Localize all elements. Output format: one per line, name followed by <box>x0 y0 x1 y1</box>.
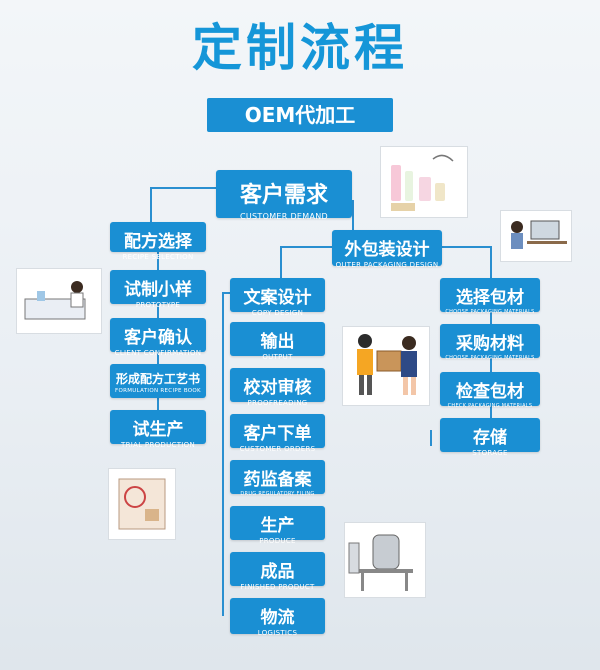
connector <box>222 292 232 294</box>
node-title: 选择包材 <box>456 288 524 308</box>
connector <box>280 246 332 248</box>
node-subtitle: PROTOTYPE <box>135 301 181 309</box>
node-title: 检查包材 <box>456 382 524 402</box>
connector <box>352 200 354 230</box>
node-subtitle: CHOOSE PACKAGING MATERIALS <box>445 355 535 361</box>
connector <box>490 300 492 430</box>
cosmetics-illustration-icon <box>380 146 468 218</box>
node-recipe-selection: 配方选择 RECIPE SELECTION <box>110 222 206 261</box>
page-title: 定制流程 <box>192 19 408 77</box>
connector <box>222 292 224 616</box>
node-subtitle: PRODUCE <box>259 537 296 545</box>
office-worker-illustration-icon <box>500 210 572 262</box>
node-title: 生产 <box>260 516 295 536</box>
node-subtitle: OUTPUT <box>262 353 293 361</box>
node-subtitle: CHECK PACKAGING MATERIALS <box>447 403 533 409</box>
node-subtitle: CUSTOMER DEMAND <box>240 212 328 221</box>
node-storage: 存储 STORAGE <box>440 418 540 457</box>
node-customer-orders: 客户下单 CUSTOMER ORDERS <box>230 414 325 453</box>
node-finished-product: 成品 FINISHED PRODUCT <box>230 552 325 591</box>
node-subtitle: COPY DESIGN <box>251 309 304 317</box>
node-subtitle: RECIPE SELECTION <box>122 253 194 261</box>
connector <box>150 187 152 227</box>
node-title: 配方选择 <box>124 232 192 252</box>
node-trial-production: 试生产 TRIAL PRODUCTION <box>110 410 206 449</box>
node-title: 药监备案 <box>243 470 312 490</box>
delivery-illustration-icon <box>342 326 430 406</box>
node-title: 客户下单 <box>243 424 312 444</box>
node-title: 客户确认 <box>124 328 192 348</box>
certificate-illustration-icon <box>108 468 176 540</box>
node-subtitle: FORMULATION RECIPE BOOK <box>115 388 201 394</box>
node-title: 校对审核 <box>243 378 312 398</box>
node-title: 试制小样 <box>124 280 192 300</box>
node-subtitle: LOGISTICS <box>257 629 298 637</box>
node-prototype: 试制小样 PROTOTYPE <box>110 270 206 309</box>
node-subtitle: CLIENT CONFIRMATION <box>114 349 202 357</box>
node-customer-demand: 客户需求 CUSTOMER DEMAND <box>216 170 352 221</box>
node-subtitle: STORAGE <box>472 449 508 457</box>
node-proofreading: 校对审核 PROOFREADING <box>230 368 325 407</box>
node-output: 输出 OUTPUT <box>230 322 325 361</box>
node-subtitle: DRUG REGULATORY FILING <box>240 491 315 497</box>
node-title: 试生产 <box>132 420 184 440</box>
node-check-packaging: 检查包材 CHECK PACKAGING MATERIALS <box>440 372 540 409</box>
node-subtitle: PROOFREADING <box>247 399 308 407</box>
node-title: 采购材料 <box>456 334 524 354</box>
node-title: 外包装设计 <box>344 240 430 260</box>
lab-worker-illustration-icon <box>16 268 102 334</box>
node-title: 形成配方工艺书 <box>115 372 200 386</box>
node-subtitle: OUTER PACKAGING DESIGN <box>335 261 439 269</box>
node-title: 文案设计 <box>243 288 312 308</box>
node-subtitle: TRIAL PRODUCTION <box>121 441 195 449</box>
node-title: 成品 <box>260 562 295 582</box>
node-title: 输出 <box>260 332 295 352</box>
factory-tank-illustration-icon <box>344 522 426 598</box>
node-choose-packaging: 选择包材 CHOOSE PACKAGING MATERIALS <box>440 278 540 315</box>
node-purchase-materials: 采购材料 CHOOSE PACKAGING MATERIALS <box>440 324 540 361</box>
node-subtitle: CHOOSE PACKAGING MATERIALS <box>445 309 535 315</box>
subtitle-badge: OEM代加工 <box>207 98 393 132</box>
node-copy-design: 文案设计 COPY DESIGN <box>230 278 325 317</box>
node-outer-packaging-design: 外包装设计 OUTER PACKAGING DESIGN <box>332 230 442 269</box>
node-subtitle: FINISHED PRODUCT <box>240 583 315 591</box>
node-formulation-book: 形成配方工艺书 FORMULATION RECIPE BOOK <box>110 364 206 398</box>
connector <box>430 430 432 446</box>
connector <box>280 246 282 278</box>
node-produce: 生产 PRODUCE <box>230 506 325 545</box>
connector <box>150 187 216 189</box>
connector <box>490 246 492 278</box>
connector <box>442 246 492 248</box>
node-drug-regulatory-filing: 药监备案 DRUG REGULATORY FILING <box>230 460 325 497</box>
node-title: 物流 <box>260 608 295 628</box>
node-subtitle: CUSTOMER ORDERS <box>239 445 316 453</box>
node-title: 存储 <box>473 428 507 448</box>
node-logistics: 物流 LOGISTICS <box>230 598 325 637</box>
node-title: 客户需求 <box>239 183 328 208</box>
node-client-confirmation: 客户确认 CLIENT CONFIRMATION <box>110 318 206 357</box>
